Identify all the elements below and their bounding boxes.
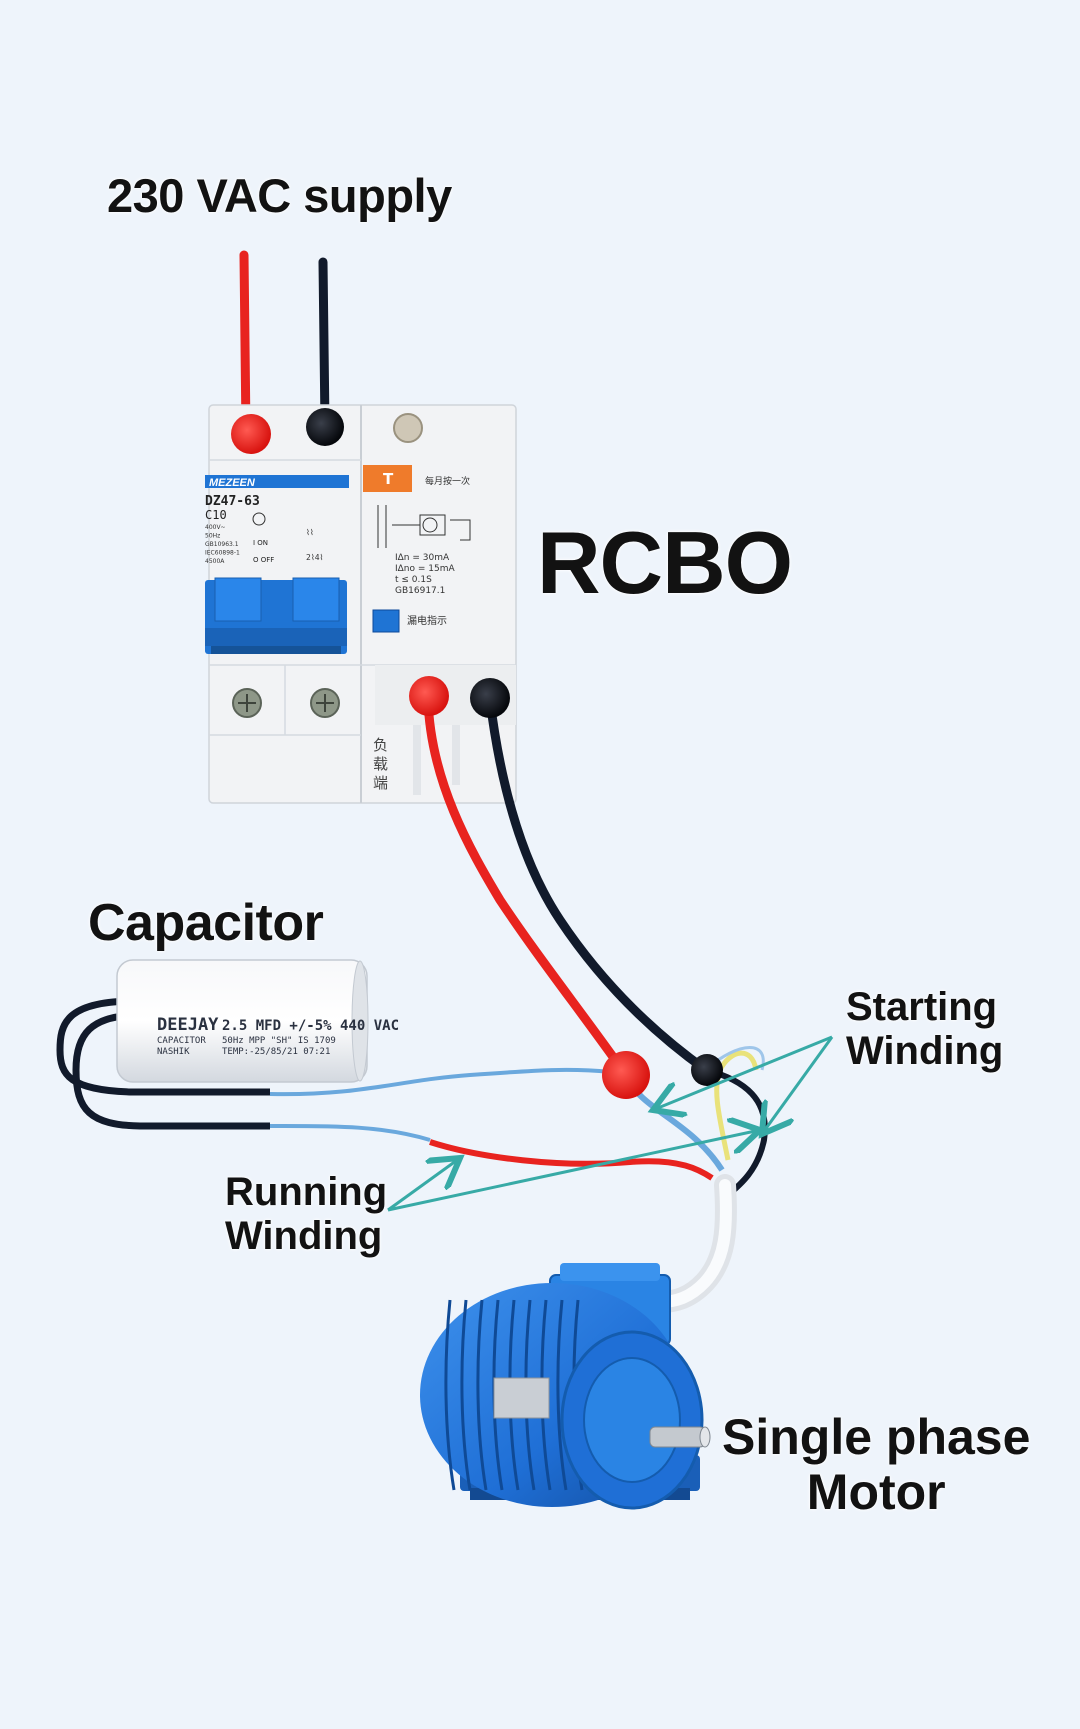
breaker-rcd_specs-line: t ≤ 0.1S [395,575,432,585]
brand-text: MEZEEN [209,477,256,489]
capacitor-line3-left: NASHIK [157,1047,190,1057]
capacitor-line2-left: CAPACITOR [157,1036,206,1046]
capacitor-brand: DEEJAY [157,1015,219,1035]
capacitor-lead-top [56,997,270,1096]
cert-mark-icon [252,512,266,526]
capacitor-line3-right: TEMP:-25/85/21 07:21 [222,1047,330,1057]
running-winding-label-line1: Running [225,1170,388,1214]
breaker-spec_lines-line: 4500A [205,558,225,565]
leak-indicator-note: 漏电指示 [407,614,447,627]
starting-arrow-2 [762,1036,834,1134]
load-side-note: 负载端 [373,736,388,792]
model-text: DZ47-63 [205,494,260,509]
load-neutral-wire [485,695,711,1075]
running-winding-lead [429,1139,714,1181]
motor-component [420,1263,711,1510]
off-label: O OFF [253,556,274,564]
motor-label-line1: Single phase [722,1409,1031,1465]
breaker-rcd_specs-line: GB16917.1 [395,586,445,596]
fin [460,1299,472,1491]
rcbo-device: MEZEEN DZ47-63 C10 400V~ 50HzGB10963.1IEC… [205,404,517,804]
capacitor-component: DEEJAY 2.5 MFD +/-5% 440 VAC CAPACITOR N… [56,959,399,1130]
test-button-label: T [383,470,394,488]
breaker-rcd_specs-line: IΔn = 30mA [395,553,450,563]
test-note: 每月按一次 [425,475,470,487]
starting-arrow-1 [653,1035,833,1110]
fin [556,1299,568,1491]
load-live-terminal [409,676,449,716]
breaker-spec_lines-line: 50Hz [205,533,220,540]
load-live-wire [423,693,631,1080]
capacitor-rating: 2.5 MFD +/-5% 440 VAC [222,1018,399,1034]
capacitor-label: Capacitor [88,894,324,952]
running-winding-label-line2: Winding [225,1214,383,1258]
brand-strip [205,475,349,488]
test-button[interactable] [363,465,412,492]
motor-label: Single phase Motor [722,1410,1030,1520]
starting-winding-label-line2: Winding [846,1029,1004,1073]
motor-shaft [649,1426,706,1448]
running-winding-label: Running Winding [225,1170,387,1258]
starting-winding-label-line1: Starting [846,985,998,1029]
junction-neutral-dot [691,1054,723,1086]
load-neutral-terminal [470,678,510,718]
nameplate [493,1377,550,1419]
capacitor-line2-right: 50Hz MPP "SH" IS 1709 [222,1036,336,1046]
capacitor-lead-bottom [72,1011,270,1130]
rating-text: C10 [205,508,227,522]
starting-winding-label: Starting Winding [846,985,1003,1073]
motor-label-line2: Motor [806,1464,946,1520]
supply-neutral-wire [318,257,330,430]
on-label: I ON [253,539,268,547]
breaker-spec_lines-line: 400V~ [205,524,226,531]
junction-live-dot [602,1051,650,1099]
svg-text:2⌇4⌇: 2⌇4⌇ [306,553,323,562]
supply-neutral-terminal [306,408,344,446]
supply-live-wire [239,250,251,437]
running-arrow-2 [387,1130,760,1212]
cap-lead-to-running [269,1123,431,1142]
breaker-rcd_specs-line: IΔno = 15mA [395,564,456,574]
fin [476,1299,488,1491]
breaker-spec_lines-line: IEC60898-1 [205,550,240,557]
supply-live-terminal [231,414,271,454]
leak-indicator-icon [372,609,400,633]
running-arrow-1 [387,1158,460,1212]
supply-label: 230 VAC supply [107,169,452,222]
fin [444,1299,456,1491]
circuit-symbol [377,505,471,548]
breaker-spec_lines-line: GB10963.1 [205,541,239,548]
cap-lead-to-junction [269,1067,611,1097]
top-screw-right [393,413,423,443]
svg-text:⌇⌇: ⌇⌇ [306,528,314,537]
rcbo-label: RCBO [537,513,793,612]
